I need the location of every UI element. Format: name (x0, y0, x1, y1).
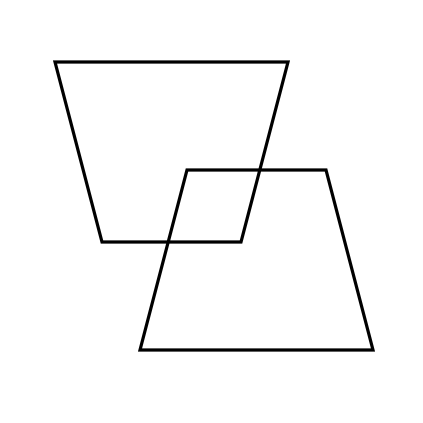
lower-trapezoid (137, 168, 376, 352)
upper-trapezoid (52, 60, 291, 244)
